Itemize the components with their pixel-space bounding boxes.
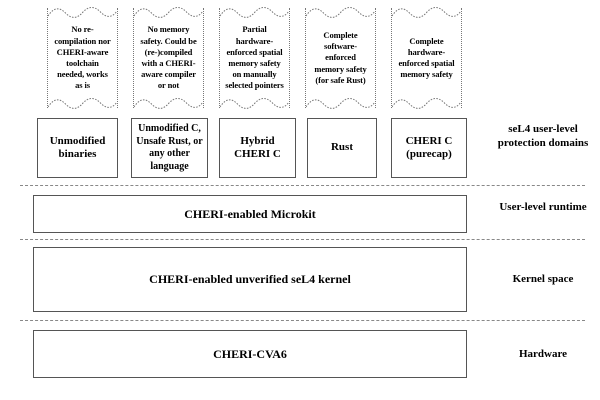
torn-edge-top-icon <box>306 7 375 18</box>
pd-box-label: Hybrid CHERI C <box>234 134 281 161</box>
callout-text: No re-compilation nor CHERI-aware toolch… <box>54 24 111 91</box>
side-label-kernel-space: Kernel space <box>489 272 597 286</box>
pd-box-cheri-c-purecap[interactable]: CHERI C (purecap) <box>391 118 467 178</box>
layer-bar-microkit[interactable]: CHERI-enabled Microkit <box>33 195 467 233</box>
torn-edge-top-icon <box>134 7 203 18</box>
side-label-text: User-level runtime <box>499 201 587 213</box>
side-label-text: seL4 user-level protection domains <box>497 123 589 149</box>
callout-rust: Complete software-enforced memory safety… <box>305 7 376 109</box>
callout-text: Partial hardware-enforced spatial memory… <box>225 24 284 91</box>
torn-edge-bottom-icon <box>306 98 375 109</box>
separator-hardware <box>20 320 585 321</box>
torn-edge-bottom-icon <box>134 98 203 109</box>
callout-unmodified-binaries: No re-compilation nor CHERI-aware toolch… <box>47 7 118 109</box>
layer-bar-label: CHERI-CVA6 <box>213 346 287 361</box>
callout-text: No memory safety. Could be (re-)compiled… <box>140 24 197 91</box>
callout-unmodified-c: No memory safety. Could be (re-)compiled… <box>133 7 204 109</box>
pd-box-label: Rust <box>330 141 353 154</box>
layer-bar-sel4-kernel[interactable]: CHERI-enabled unverified seL4 kernel <box>33 247 467 312</box>
side-label-text: Kernel space <box>512 273 574 285</box>
torn-edge-top-icon <box>392 7 461 18</box>
separator-kernel-space <box>20 239 585 240</box>
layer-bar-cva6[interactable]: CHERI-CVA6 <box>33 330 467 378</box>
callout-hybrid-cheri-c: Partial hardware-enforced spatial memory… <box>219 7 290 109</box>
separator-user-level <box>20 185 585 186</box>
callout-text: Complete software-enforced memory safety… <box>314 29 367 85</box>
layer-bar-label: CHERI-enabled unverified seL4 kernel <box>149 272 351 286</box>
side-label-hardware: Hardware <box>489 347 597 361</box>
torn-edge-bottom-icon <box>48 98 117 109</box>
pd-box-hybrid-cheri-c[interactable]: Hybrid CHERI C <box>219 118 296 178</box>
callout-cheri-c-purecap: Complete hardware-enforced spatial memor… <box>391 7 462 109</box>
pd-box-label: Unmodified C, Unsafe Rust, or any other … <box>136 123 203 172</box>
pd-box-label: Unmodified binaries <box>49 134 106 161</box>
pd-box-unmodified-binaries[interactable]: Unmodified binaries <box>37 118 118 178</box>
torn-edge-bottom-icon <box>392 98 461 109</box>
pd-box-rust[interactable]: Rust <box>307 118 377 178</box>
side-label-protection-domains: seL4 user-level protection domains <box>489 122 597 150</box>
side-label-user-runtime: User-level runtime <box>489 200 597 214</box>
layer-bar-label: CHERI-enabled Microkit <box>184 206 316 221</box>
pd-box-label: CHERI C (purecap) <box>405 134 453 161</box>
torn-edge-top-icon <box>48 7 117 18</box>
torn-edge-bottom-icon <box>220 98 289 109</box>
torn-edge-top-icon <box>220 7 289 18</box>
callout-text: Complete hardware-enforced spatial memor… <box>398 35 455 80</box>
pd-box-unmodified-c[interactable]: Unmodified C, Unsafe Rust, or any other … <box>131 118 208 178</box>
side-label-text: Hardware <box>518 348 568 360</box>
